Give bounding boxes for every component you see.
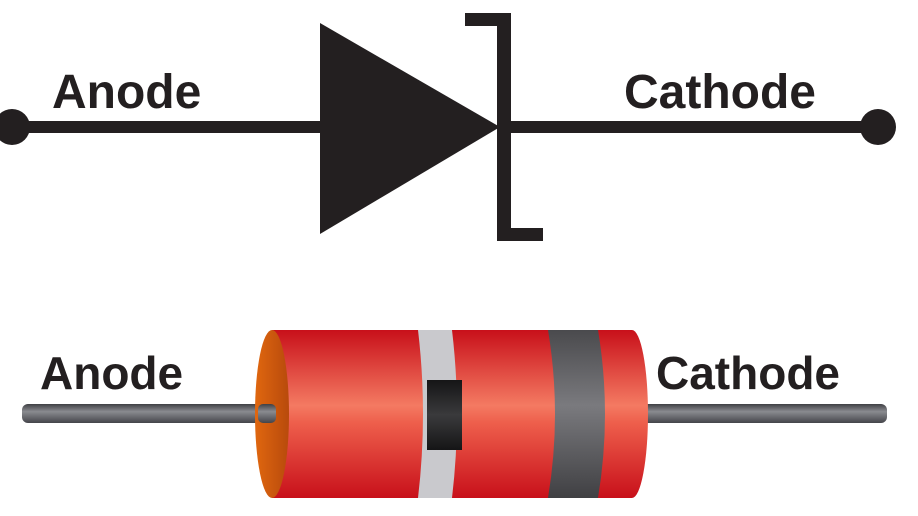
- cathode-lead: [640, 404, 887, 423]
- diode-triangle: [320, 23, 500, 234]
- component-cathode-label: Cathode: [656, 347, 840, 399]
- zener-component: Anode Cathode: [22, 330, 887, 498]
- symbol-cathode-label: Cathode: [624, 66, 816, 119]
- cathode-band: [548, 330, 605, 498]
- cathode-wire: [505, 121, 878, 133]
- band-black-center: [427, 380, 462, 450]
- anode-wire: [12, 121, 322, 133]
- cathode-terminal-dot: [860, 109, 896, 145]
- anode-lead-stub: [258, 404, 276, 423]
- component-anode-label: Anode: [40, 347, 183, 399]
- zener-symbol: Anode Cathode: [0, 13, 896, 241]
- zener-cathode-bar: [465, 13, 543, 241]
- symbol-anode-label: Anode: [52, 66, 201, 119]
- anode-lead: [22, 404, 280, 423]
